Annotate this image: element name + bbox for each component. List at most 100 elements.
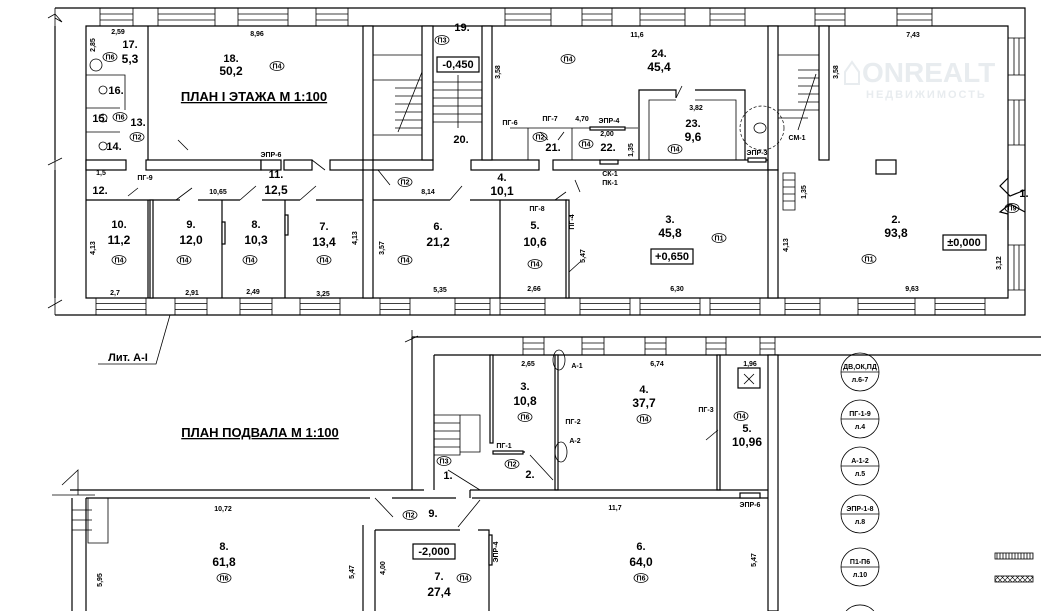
- svg-text:П4: П4: [273, 64, 282, 71]
- svg-text:П6: П6: [116, 115, 125, 122]
- room-area: 10,3: [244, 233, 268, 247]
- svg-text:П2: П2: [536, 135, 545, 142]
- door-tag: ЭПР-6: [261, 152, 282, 159]
- svg-text:+0,650: +0,650: [655, 251, 689, 263]
- svg-text:П9: П9: [1008, 206, 1017, 213]
- legend-hatch-partition: [994, 552, 1034, 560]
- room-number: 23.: [685, 118, 700, 130]
- window-symbol: [896, 8, 933, 26]
- legend-marker: ЭПР-1-8л.8: [840, 494, 880, 534]
- room-area: 10,8: [513, 394, 537, 408]
- room-number: 17.: [122, 39, 137, 51]
- room-area: 21,2: [426, 235, 450, 249]
- finish-badge: П2: [129, 132, 145, 142]
- dimension: 8,14: [421, 189, 435, 196]
- svg-text:П3: П3: [438, 38, 447, 45]
- room-number: 5.: [742, 423, 751, 435]
- room-area: 45,8: [658, 226, 682, 240]
- door-tag: А-1: [571, 363, 582, 370]
- window-symbol: [814, 8, 846, 26]
- basement-walls: [52, 330, 1041, 611]
- svg-text:-2,000: -2,000: [418, 546, 449, 558]
- finish-badge: П4: [269, 61, 285, 71]
- dimension: 3,12: [996, 256, 1003, 270]
- svg-text:П1: П1: [865, 257, 874, 264]
- room-area: 64,0: [629, 555, 653, 569]
- svg-text:л.4: л.4: [855, 424, 865, 431]
- room-number: 9.: [428, 508, 437, 520]
- finish-badge: П6: [633, 573, 649, 583]
- svg-text:ПГ-1-9: ПГ-1-9: [849, 411, 871, 418]
- window-symbol: [1008, 99, 1025, 146]
- dimension: 5,35: [433, 287, 447, 294]
- finish-badge: П4: [667, 144, 683, 154]
- room-number: 10.: [111, 219, 126, 231]
- svg-text:П2: П2: [508, 462, 517, 469]
- room-number: 24.: [651, 48, 666, 60]
- dimension: 1,5: [96, 170, 106, 177]
- dimension: 5,95: [97, 573, 104, 587]
- svg-text:П6: П6: [220, 576, 229, 583]
- window-symbol: [705, 337, 727, 355]
- finish-badge: П6: [102, 52, 118, 62]
- room-number: 2.: [891, 214, 900, 226]
- dimension: 2,59: [111, 29, 125, 36]
- dimension: 6,74: [650, 361, 664, 368]
- legend: ДВ,ОК,ПДл.6-7 ПГ-1-9л.4 А-1-2л.5 ЭПР-1-8…: [840, 352, 1034, 611]
- dimension: 2,66: [527, 286, 541, 293]
- svg-text:А-1-2: А-1-2: [851, 458, 869, 465]
- dimension: 5,47: [751, 553, 758, 567]
- room-2: 2.93,8: [884, 214, 908, 240]
- door-tag: СК-1: [602, 171, 618, 178]
- window-symbol: [157, 8, 216, 26]
- legend-hatch-crosshatch: [994, 575, 1034, 583]
- window-symbol: [1008, 244, 1025, 291]
- room-area: 45,4: [647, 60, 671, 74]
- svg-text:П4: П4: [671, 147, 680, 154]
- door-tag: ПГ-3: [698, 407, 713, 414]
- dimension: 3,58: [833, 65, 840, 79]
- door-tag: ПГ-1: [496, 443, 511, 450]
- finish-badge: П4: [560, 54, 576, 64]
- dimension: 4,13: [90, 241, 97, 255]
- door-tag: ПГ-7: [542, 116, 557, 123]
- dimension: 2,85: [90, 38, 97, 52]
- dimension: 2,00: [600, 131, 614, 138]
- room-number: 5.: [530, 220, 539, 232]
- finish-badge: П4: [176, 255, 192, 265]
- watermark-subtitle: НЕДВИЖИМОСТЬ: [866, 89, 987, 101]
- door-tag: А-2: [569, 438, 580, 445]
- dimension: 7,43: [906, 32, 920, 39]
- floor1-plan: ПЛАН I ЭТАЖА М 1:100 18.50,2 17.5,3 10.1…: [90, 22, 1029, 298]
- svg-text:П6: П6: [106, 55, 115, 62]
- dimension: 4,70: [575, 116, 589, 123]
- svg-text:л.6-7: л.6-7: [852, 377, 869, 384]
- svg-text:П4: П4: [180, 258, 189, 265]
- finish-badge: П6: [216, 573, 232, 583]
- dimension: 4,13: [783, 238, 790, 252]
- svg-text:П4: П4: [115, 258, 124, 265]
- door-tag: ЭПР-4: [599, 118, 620, 125]
- room-area: 61,8: [212, 555, 236, 569]
- dimension: 1,35: [628, 143, 635, 157]
- room-area: 5,3: [122, 52, 139, 66]
- dimension: 11,7: [608, 505, 621, 512]
- staircase: [373, 54, 819, 211]
- elevation-mark: -2,000: [412, 543, 456, 560]
- floor1-walls: [47, 7, 1026, 316]
- room-number: 22.: [600, 142, 615, 154]
- room-10: 10.11,2: [108, 219, 131, 247]
- room-number: 1.: [443, 470, 452, 482]
- window-symbol: [315, 8, 349, 26]
- room-area: 10,96: [732, 435, 762, 449]
- window-symbol: [639, 298, 701, 315]
- svg-text:л.8: л.8: [855, 519, 865, 526]
- finish-badge: П4: [242, 255, 258, 265]
- dimension: 2,91: [185, 290, 199, 297]
- room-number: 4.: [639, 384, 648, 396]
- room-area: 10,1: [490, 184, 514, 198]
- dimension: 9,63: [905, 286, 919, 293]
- room-5: 5.10,6: [523, 220, 547, 249]
- elevation-mark: -0,450: [436, 56, 480, 73]
- svg-text:ДВ,ОК,ПД: ДВ,ОК,ПД: [843, 364, 877, 371]
